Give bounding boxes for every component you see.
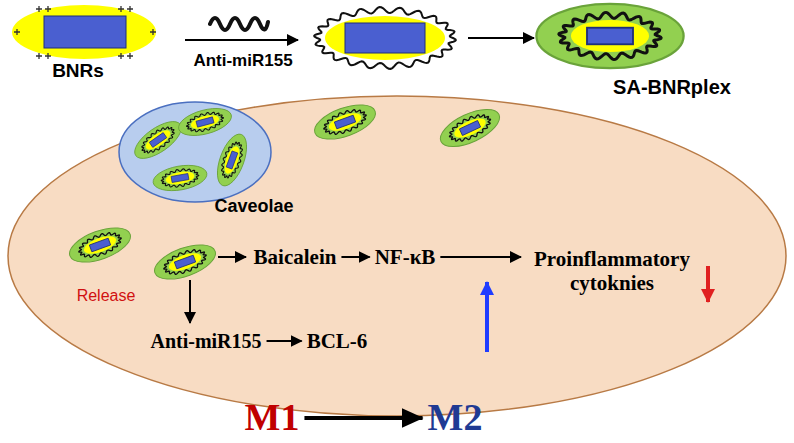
flow-arrow <box>267 340 302 342</box>
pathway-label: NF-κB <box>372 243 439 271</box>
anti-mir-strand <box>210 18 268 30</box>
flow-arrow <box>440 256 521 258</box>
down-regulation-arrow <box>706 266 710 302</box>
process-arrow <box>185 39 298 41</box>
node-text: M1 <box>245 396 300 440</box>
phenotype-label: M2 <box>425 394 486 442</box>
reagent-label: Anti-miR155 <box>193 51 292 71</box>
node-text: Anti-miR155 <box>150 330 261 353</box>
flow-arrow <box>341 256 369 258</box>
caveolae-particles <box>129 103 253 194</box>
molecule-label: Baicalein <box>251 243 340 271</box>
node-text: BCL-6 <box>307 329 368 353</box>
sa-bnrplex-particles <box>65 98 505 286</box>
phenotype-label: M1 <box>242 394 303 442</box>
node-text: BNRs <box>52 60 104 82</box>
flow-arrow <box>304 416 422 420</box>
particle-label: BNRs <box>49 58 107 84</box>
release-arrow <box>218 256 246 258</box>
target-label: BCL-6 <box>304 327 371 355</box>
molecule-label: Anti-miR155 <box>147 328 264 355</box>
node-text: Baicalein <box>254 245 337 269</box>
release-arrow <box>189 280 191 323</box>
node-text: SA-BNRplex <box>613 76 731 99</box>
node-text: NF-κB <box>375 245 436 269</box>
caveolae-vesicle <box>119 102 271 202</box>
sa-bnrplex-particle <box>536 4 683 68</box>
node-text: Proinflammatory cytoknies <box>526 247 698 295</box>
bnr-particle <box>12 5 156 59</box>
complexed-particle <box>314 7 455 69</box>
node-text: M2 <box>428 396 483 440</box>
particle-label: SA-BNRplex <box>610 74 734 101</box>
outcome-label: Proinflammatory cytoknies <box>523 245 701 297</box>
cell-body <box>8 96 786 416</box>
compartment-label: Caveolae <box>214 196 293 217</box>
step-label: Release <box>77 287 136 305</box>
process-arrow <box>468 37 534 39</box>
up-regulation-arrow <box>485 282 489 352</box>
